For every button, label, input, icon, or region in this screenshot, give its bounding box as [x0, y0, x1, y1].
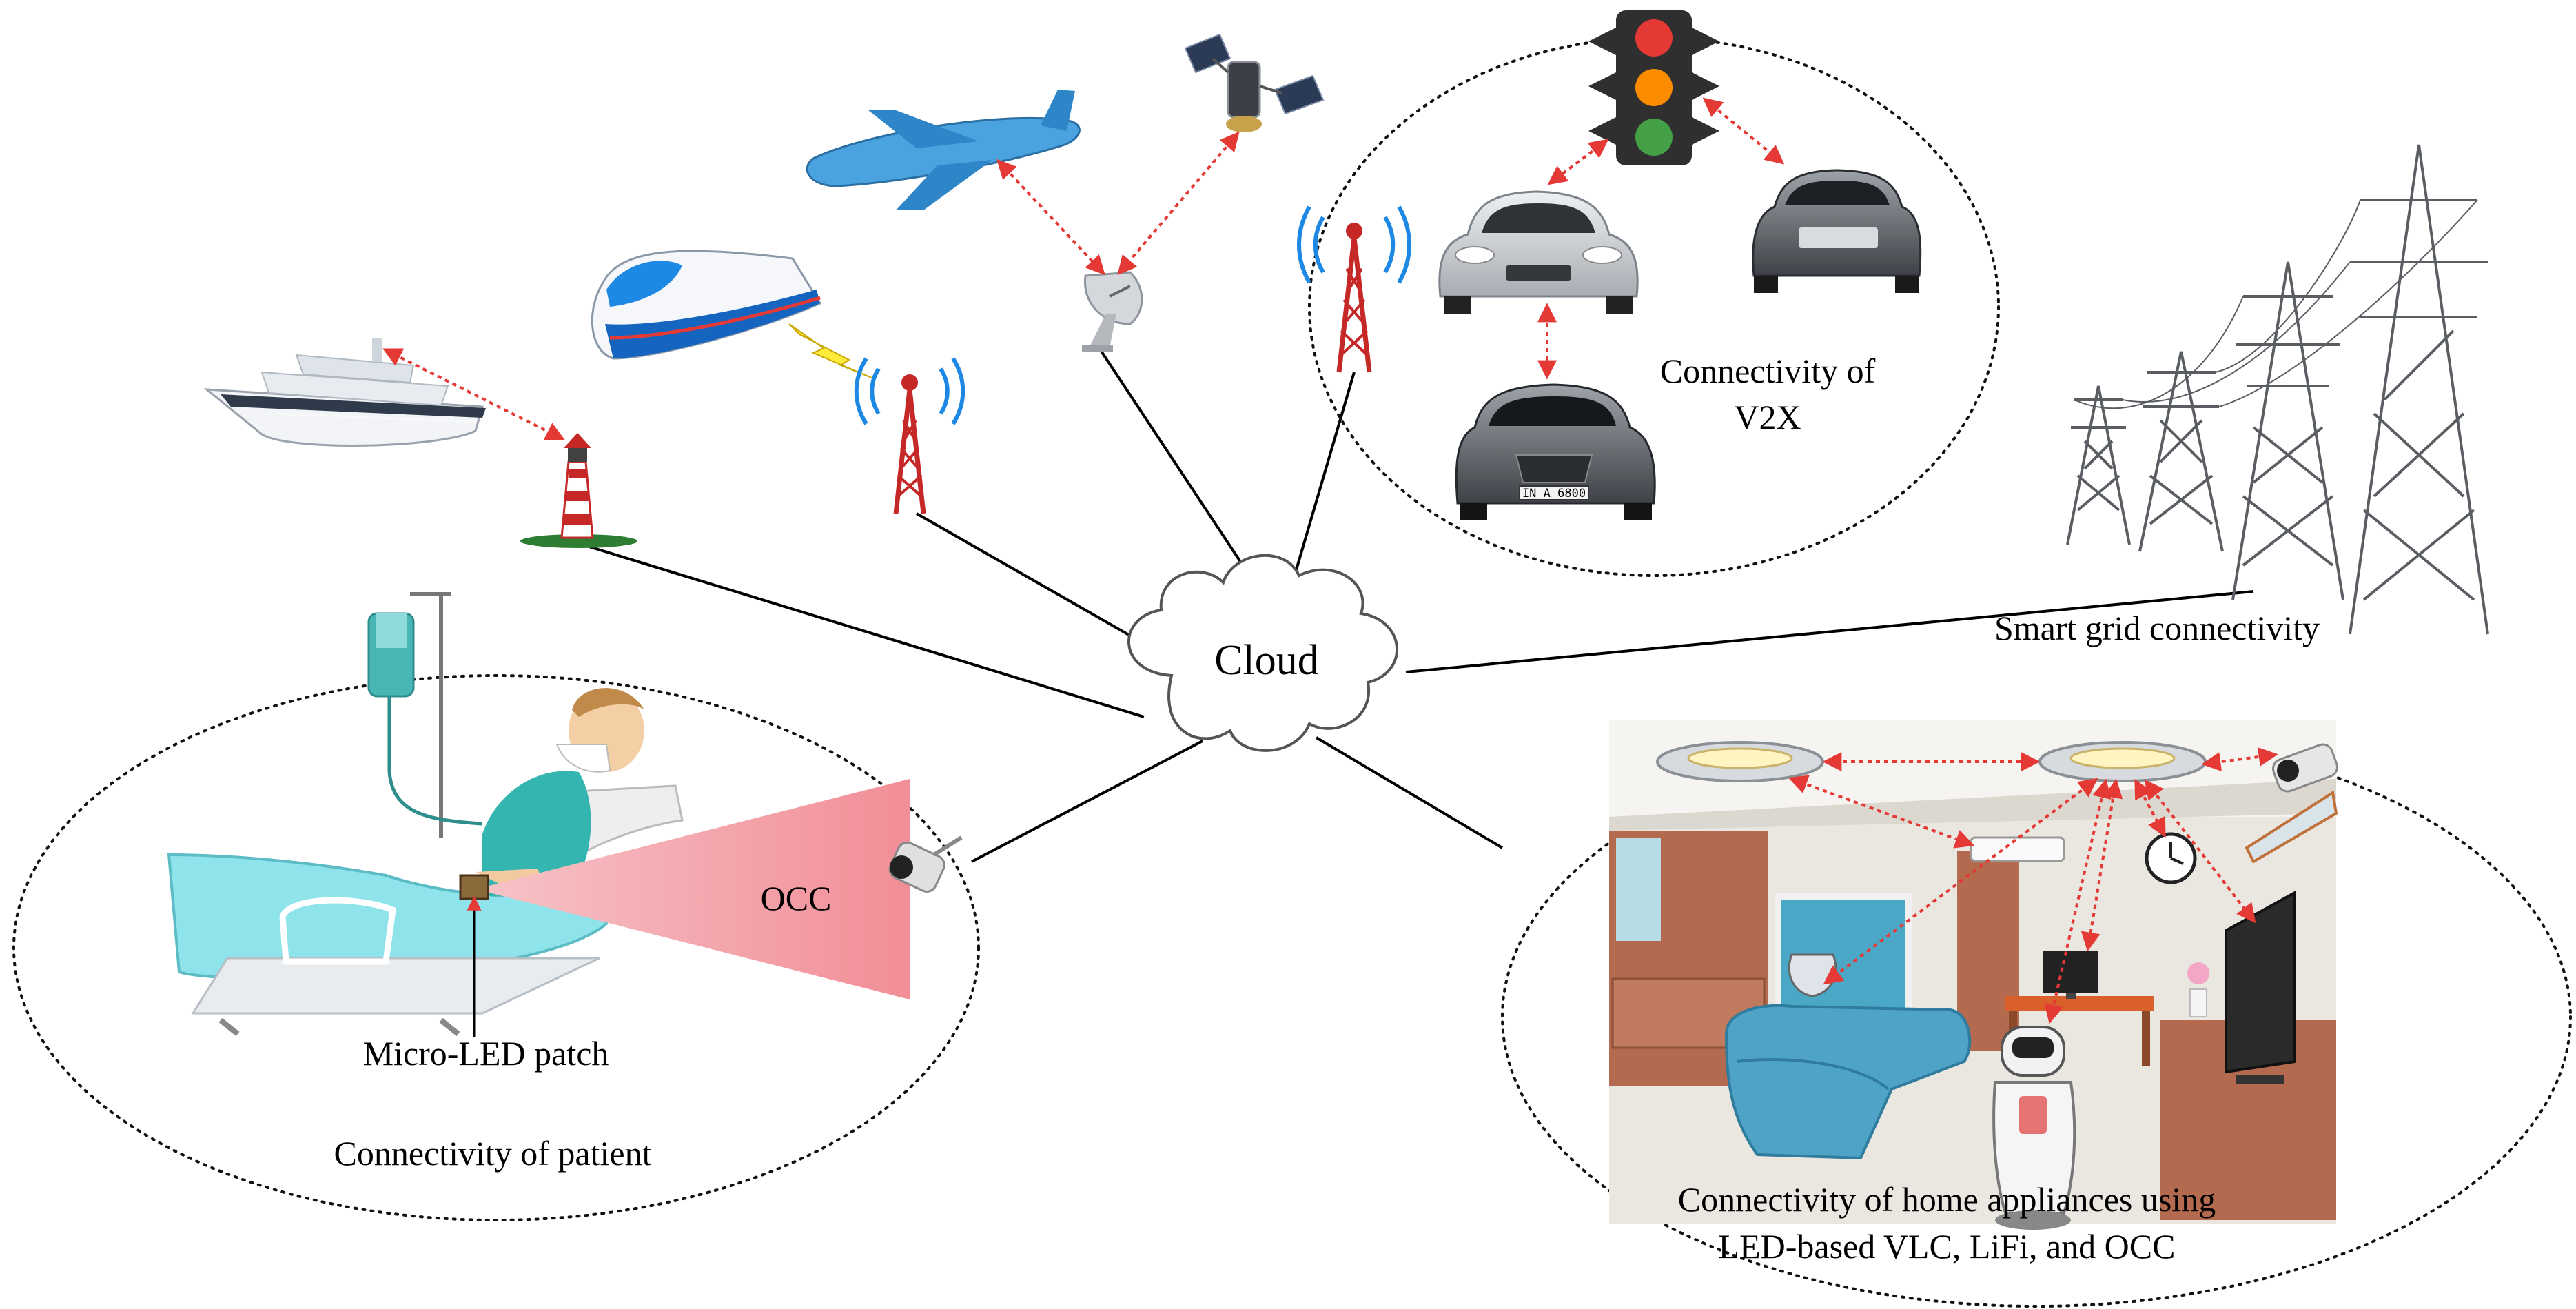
wireless-plane-dish: [996, 159, 1105, 276]
satellite-dish-icon: [1082, 271, 1143, 352]
power-pylon-icon: [2066, 144, 2489, 635]
link-patient-cloud: [971, 740, 1203, 863]
air-conditioner-icon: [1970, 836, 2065, 862]
v2x-label-line1: Connectivity of: [1660, 352, 1876, 390]
patient-ellipse: [12, 674, 980, 1221]
license-plate: IN A 6800: [1522, 487, 1586, 500]
wall-clock-icon: [2145, 832, 2197, 884]
car-icon: IN A 6800: [1455, 383, 1656, 520]
traffic-light-icon: [1588, 10, 1719, 165]
tv-icon: [2225, 890, 2296, 1084]
link-grid-cloud: [1405, 590, 2254, 673]
patient-icon: [476, 688, 644, 896]
wireless-satellite-dish: [1117, 131, 1240, 276]
link-dish-cloud: [1098, 347, 1249, 574]
airplane-icon: [806, 90, 1081, 210]
train-icon: [591, 250, 822, 360]
iv-drip-icon: [367, 592, 483, 838]
sofa-icon: [1724, 1004, 1972, 1160]
home-label-line1: Connectivity of home appliances using: [1678, 1180, 2216, 1219]
home-wireless-links: [1788, 747, 2278, 1024]
link-tower-cloud: [916, 512, 1158, 653]
cloud-label: Cloud: [1214, 637, 1319, 684]
smart-grid-label: Smart grid connectivity: [1994, 609, 2320, 647]
flower-vase-icon: [2187, 962, 2209, 1017]
micro-led-label: Micro-LED patch: [363, 1034, 609, 1073]
ceiling-led-icon: [1656, 741, 1824, 782]
v2x-label-line2: V2X: [1734, 398, 1801, 436]
v2x-cell-tower-icon: [1297, 205, 1411, 373]
link-home-cloud: [1315, 736, 1504, 849]
satellite-icon: [1184, 33, 1325, 132]
micro-led-patch-icon: [459, 874, 489, 900]
ceiling-led-icon: [2038, 741, 2207, 782]
patient-label: Connectivity of patient: [334, 1134, 651, 1173]
home-label-line2: LED-based VLC, LiFi, and OCC: [1719, 1227, 2176, 1266]
cctv-camera-icon: [888, 835, 963, 893]
link-v2x-tower-cloud: [1294, 372, 1356, 573]
home-ellipse: [1501, 726, 2572, 1308]
occ-light-beam: [476, 779, 910, 999]
car-icon: [1752, 169, 1922, 293]
cruise-ship-icon: [203, 338, 486, 447]
lightning-bolt-icon: [788, 323, 872, 378]
cell-tower-icon: [854, 357, 965, 514]
computer-desk-icon: [2043, 951, 2098, 999]
cloud-icon: Cloud: [1127, 554, 1399, 752]
car-icon: [1438, 190, 1639, 314]
cloud-links: [582, 347, 2254, 863]
robot-icon: [1992, 1026, 2076, 1230]
link-lighthouse-cloud: [582, 543, 1145, 718]
occ-label: OCC: [761, 879, 832, 917]
wireless-light-car1: [1547, 139, 1609, 185]
lighthouse-icon: [520, 433, 637, 548]
